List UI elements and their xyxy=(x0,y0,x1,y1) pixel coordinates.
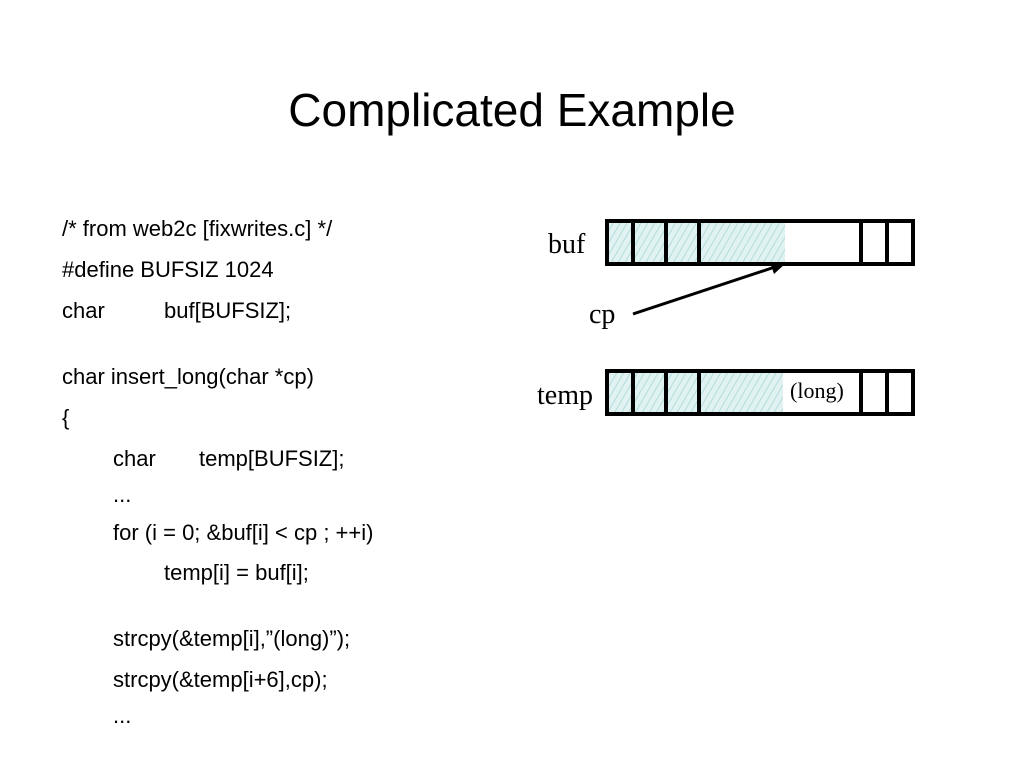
code-temp-type: char xyxy=(113,446,156,471)
cp-arrow-head xyxy=(770,262,786,274)
buf-array-outline xyxy=(605,219,915,266)
code-loop-body: temp[i] = buf[i]; xyxy=(164,560,309,585)
slide-title: Complicated Example xyxy=(288,84,736,136)
code-ellipsis-1: ... xyxy=(113,482,132,507)
code-strcpy-cp: strcpy(&temp[i+6],cp); xyxy=(113,667,328,692)
cp-pointer-arrow xyxy=(632,262,786,316)
temp-filled-region xyxy=(609,373,783,413)
temp-array-outline xyxy=(605,369,915,416)
code-function-signature: char insert_long(char *cp) xyxy=(62,364,314,389)
code-for-loop: for (i = 0; &buf[i] < cp ; ++i) xyxy=(113,520,374,545)
code-strcpy-long: strcpy(&temp[i],”(long)”); xyxy=(113,626,351,651)
code-temp-decl: temp[BUFSIZ]; xyxy=(199,446,345,471)
code-ellipsis-2: ... xyxy=(113,703,132,728)
code-buf-type: char xyxy=(62,298,105,323)
cp-arrow-line xyxy=(632,264,779,316)
code-comment-line: /* from web2c [fixwrites.c] */ xyxy=(62,216,333,241)
long-string-label: (long) xyxy=(790,378,844,403)
temp-label: temp xyxy=(537,380,593,411)
cp-label: cp xyxy=(589,299,616,330)
code-buf-decl: buf[BUFSIZ]; xyxy=(164,298,292,323)
buf-array xyxy=(605,219,915,266)
code-define-line: #define BUFSIZ 1024 xyxy=(62,257,274,282)
buf-label: buf xyxy=(548,229,586,260)
temp-array xyxy=(605,369,915,416)
code-open-brace: { xyxy=(62,405,70,430)
